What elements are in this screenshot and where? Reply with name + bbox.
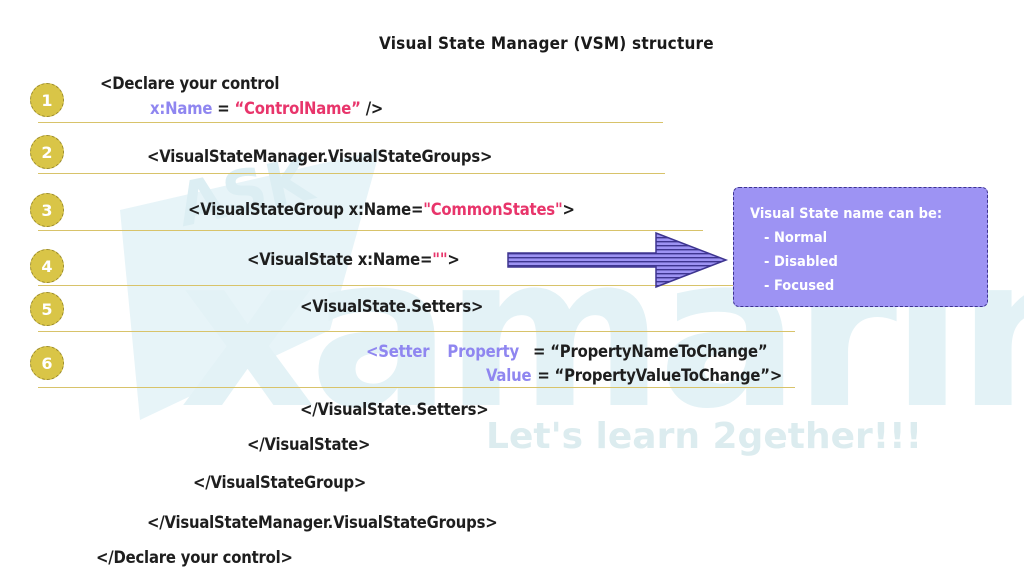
callout-heading: Visual State name can be: (750, 206, 943, 222)
vs-setters-open: <VisualState.Setters> (300, 297, 484, 316)
control-name-value: “ControlName” (234, 99, 361, 118)
step-badge-4: 4 (30, 249, 64, 283)
page-title: Visual State Manager (VSM) structure (379, 34, 714, 54)
separator-5 (38, 331, 795, 332)
separator-2 (38, 173, 665, 174)
equals-sign: = (212, 99, 235, 118)
step-badge-6: 6 (30, 346, 64, 380)
vs-setters-close: </VisualState.Setters> (300, 400, 489, 419)
value-attr: Value (486, 366, 532, 385)
step-badge-3: 3 (30, 193, 64, 227)
declare-control-close: </Declare your control> (96, 548, 293, 567)
setter-line-2: Value = “PropertyValueToChange”> (486, 366, 782, 385)
declare-control-name-line: x:Name = “ControlName” /> (150, 99, 383, 118)
vsg-tag-end: > (562, 200, 575, 219)
attr-x-name: x:Name (150, 99, 213, 118)
property-attr: Property (447, 342, 520, 361)
visual-state-close: </VisualState> (247, 435, 371, 454)
setter-line-1: <Setter Property = “PropertyNameToChange” (366, 342, 768, 361)
callout-item-disabled: - Disabled (764, 254, 838, 270)
vsg-tag: <VisualStateGroup x:Name= (188, 200, 424, 219)
self-close: /> (360, 99, 384, 118)
step-badge-5: 5 (30, 292, 64, 326)
separator-6 (38, 387, 795, 388)
step-badge-2: 2 (30, 135, 64, 169)
callout-item-normal: - Normal (764, 230, 828, 246)
vsm-groups-close: </VisualStateManager.VisualStateGroups> (147, 513, 498, 532)
vsm-groups-open: <VisualStateManager.VisualStateGroups> (147, 147, 493, 166)
separator-1 (38, 122, 663, 123)
callout-item-focused: - Focused (764, 278, 835, 294)
visual-state-open: <VisualState x:Name=""> (247, 250, 460, 269)
vs-tag-end: > (447, 250, 460, 269)
separator-4 (38, 285, 740, 286)
vs-tag: <VisualState x:Name= (247, 250, 433, 269)
visual-state-names-callout: Visual State name can be: - Normal - Dis… (733, 187, 988, 307)
vsg-name-value: "CommonStates" (423, 200, 563, 219)
arrow-icon (507, 231, 729, 289)
step-badge-1: 1 (30, 83, 64, 117)
declare-control-open: <Declare your control (100, 74, 280, 93)
visual-state-group-close: </VisualStateGroup> (193, 473, 367, 492)
setter-open-bracket: < (366, 342, 379, 361)
property-value: = “PropertyNameToChange” (533, 342, 768, 361)
vs-name-value: "" (432, 250, 448, 269)
separator-3 (38, 230, 703, 231)
watermark-tagline-text: Let's learn 2gether!!! (486, 416, 922, 457)
value-value: = “PropertyValueToChange”> (537, 366, 783, 385)
visual-state-group-open: <VisualStateGroup x:Name="CommonStates"> (188, 200, 575, 219)
setter-tag: Setter (378, 342, 430, 361)
